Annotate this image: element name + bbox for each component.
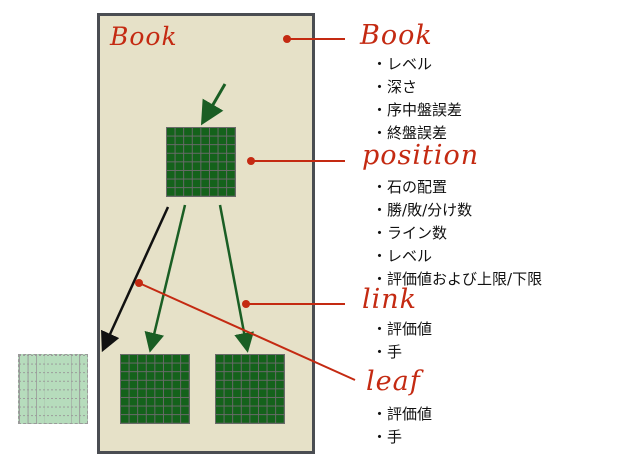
book-attributes-list: レベル 深さ 序中盤誤差 終盤誤差 — [372, 53, 462, 145]
link-arrow-right — [218, 204, 254, 353]
leaf-attributes-list: 評価値 手 — [372, 403, 432, 449]
list-item: 終盤誤差 — [372, 122, 462, 145]
position-board-child-left — [120, 354, 190, 424]
list-item: ライン数 — [372, 222, 542, 245]
leaf-position-ghost — [18, 354, 88, 424]
list-item: 手 — [372, 341, 432, 364]
leaf-arrow — [101, 206, 170, 353]
section-label-book: Book — [360, 20, 433, 51]
list-item: レベル — [372, 245, 542, 268]
list-item: 石の配置 — [372, 176, 542, 199]
link-arrow-left — [144, 204, 187, 353]
link-attributes-list: 評価値 手 — [372, 318, 432, 364]
panel-title: Book — [110, 22, 178, 51]
position-attributes-list: 石の配置 勝/敗/分け数 ライン数 レベル 評価値および上限/下限 — [372, 176, 542, 291]
section-label-position: position — [362, 140, 480, 171]
list-item: 評価値 — [372, 403, 432, 426]
list-item: 評価値 — [372, 318, 432, 341]
section-label-leaf: leaf — [366, 366, 421, 397]
list-item: 深さ — [372, 76, 462, 99]
entry-arrow — [200, 83, 227, 126]
position-board-root — [166, 127, 236, 197]
section-label-link: link — [362, 284, 418, 315]
list-item: 勝/敗/分け数 — [372, 199, 542, 222]
list-item: レベル — [372, 53, 462, 76]
list-item: 序中盤誤差 — [372, 99, 462, 122]
list-item: 評価値および上限/下限 — [372, 268, 542, 291]
list-item: 手 — [372, 426, 432, 449]
position-board-child-right — [215, 354, 285, 424]
